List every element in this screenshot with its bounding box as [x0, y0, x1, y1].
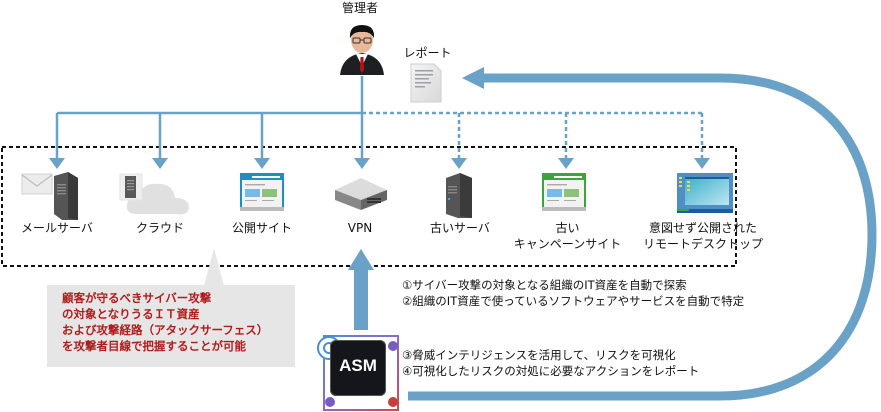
- callout-line: 顧客が守るべきサイバー攻撃: [62, 291, 212, 305]
- asset-label-line: キャンペーンサイト: [513, 237, 622, 251]
- asm-label: ASM: [339, 356, 377, 375]
- asset-label-old-server: 古いサーバ: [420, 220, 500, 236]
- asm-badge: [330, 340, 386, 396]
- mail-server-icon: [21, 172, 78, 220]
- asset-label-line: メールサーバ: [21, 221, 93, 235]
- campaign-website-icon: [542, 173, 586, 211]
- asset-label-line: VPN: [347, 221, 373, 235]
- callout-line: および攻撃経路（アタックサーフェス）: [62, 323, 269, 337]
- report-feedback-loop: [408, 73, 877, 401]
- callout-line: を攻撃者目線で把握することが可能: [62, 339, 246, 353]
- asm-to-vpn-arrow: [348, 249, 374, 330]
- callout-line: の対象となりうるＩＴ資産: [62, 307, 200, 321]
- vpn-router-icon: [335, 178, 387, 210]
- asset-label-line: 意図せず公開された: [648, 221, 757, 235]
- asm-steps-risk: ③脅威インテリジェンスを活用して、リスクを可視化 ④可視化したリスクの対処に必要…: [402, 347, 699, 379]
- asset-label-cloud: クラウド: [120, 220, 200, 236]
- remote-desktop-icon: [677, 173, 733, 213]
- callout-pointer: [204, 248, 224, 286]
- server-icon: [446, 173, 472, 218]
- report-label: レポート: [403, 46, 452, 60]
- businessman-icon: [340, 25, 384, 75]
- asset-label-line: 古いサーバ: [430, 221, 490, 235]
- link-arrowheads: [49, 158, 710, 169]
- cloud-icon: [119, 173, 189, 215]
- asset-label-line: 古い: [555, 221, 580, 235]
- step-4: ④可視化したリスクの対処に必要なアクションをレポート: [402, 364, 700, 378]
- asset-label-vpn: VPN: [330, 220, 390, 236]
- asset-label-line: リモートデスクトップ: [642, 237, 763, 251]
- asset-label-public-site: 公開サイト: [222, 220, 302, 236]
- dotted-links: [362, 111, 704, 160]
- admin-label: 管理者: [341, 1, 378, 15]
- solid-links: [55, 76, 364, 160]
- asset-label-old-campaign-site: 古い キャンペーンサイト: [505, 220, 630, 252]
- step-3: ③脅威インテリジェンスを活用して、リスクを可視化: [402, 348, 676, 362]
- report-arrowhead: [462, 67, 484, 89]
- asm-logo-frame: [317, 335, 399, 411]
- asset-label-mail-server: メールサーバ: [12, 220, 102, 236]
- attack-surface-callout: [47, 285, 295, 367]
- asm-steps-discovery: ①サイバー攻撃の対象となる組織のIT資産を自動で探索 ②組織のIT資産で使ってい…: [402, 277, 744, 309]
- website-icon: [240, 173, 284, 211]
- asset-label-line: クラウド: [135, 221, 184, 235]
- report-document-icon: [410, 63, 442, 103]
- callout-text: 顧客が守るべきサイバー攻撃 の対象となりうるＩＴ資産 および攻撃経路（アタックサ…: [62, 290, 268, 354]
- step-1: ①サイバー攻撃の対象となる組織のIT資産を自動で探索: [402, 278, 687, 292]
- step-2: ②組織のIT資産で使っているソフトウェアやサービスを自動で特定: [402, 294, 745, 308]
- asset-label-remote-desktop: 意図せず公開された リモートデスクトップ: [638, 220, 768, 252]
- asset-label-line: 公開サイト: [231, 221, 292, 235]
